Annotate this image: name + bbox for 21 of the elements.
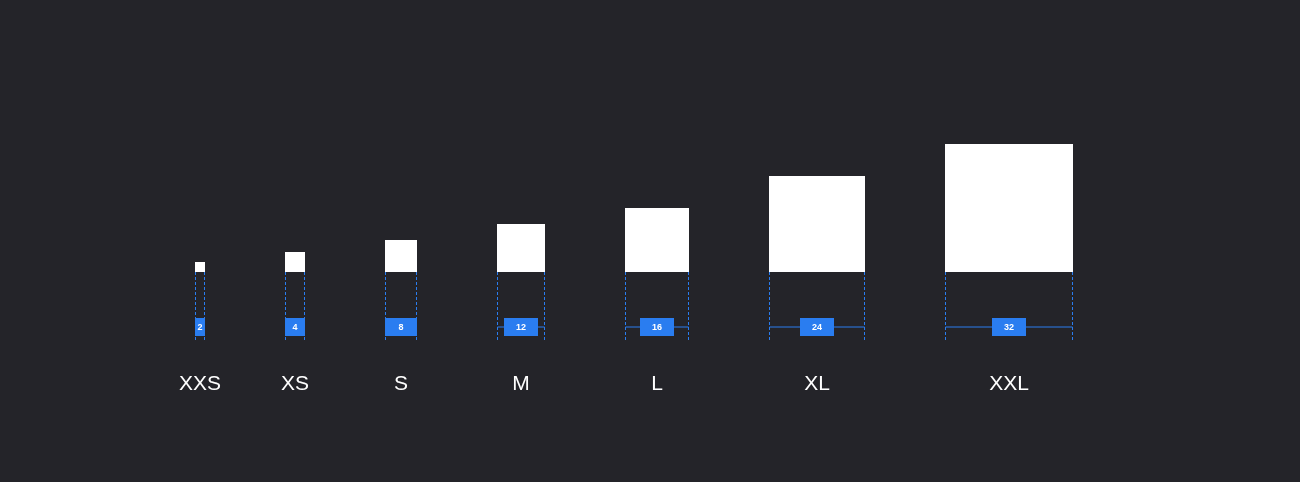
sample-square (195, 262, 205, 272)
size-label: M (512, 371, 530, 395)
dimension-value: 8 (385, 318, 417, 336)
dimension-value: 24 (800, 318, 834, 336)
dimension-value: 2 (195, 318, 205, 336)
sample-square (625, 208, 689, 272)
size-label: XL (804, 371, 830, 395)
sample-square (385, 240, 417, 272)
dimension-value: 16 (640, 318, 674, 336)
size-label: S (394, 371, 408, 395)
dimension-value: 4 (285, 318, 305, 336)
size-label: XXS (179, 371, 221, 395)
dimension-value: 12 (504, 318, 538, 336)
sample-square (285, 252, 305, 272)
sample-square (769, 176, 865, 272)
size-label: XXL (989, 371, 1029, 395)
dimension-value: 32 (992, 318, 1026, 336)
sample-square (945, 144, 1073, 272)
size-label: L (651, 371, 663, 395)
sample-square (497, 224, 545, 272)
size-label: XS (281, 371, 309, 395)
